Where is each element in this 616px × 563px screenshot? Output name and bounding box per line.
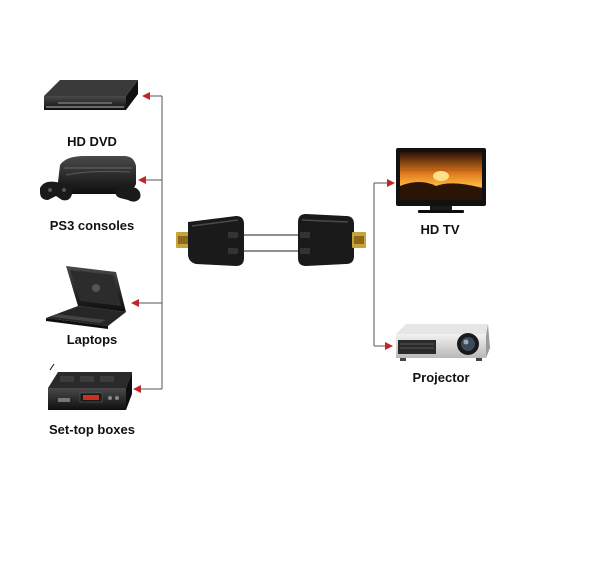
source-label-set-top-boxes: Set-top boxes [49,422,135,437]
output-label-projector: Projector [412,370,470,385]
game-console-icon [40,156,141,202]
output-label-hd-tv: HD TV [420,222,460,237]
hdmi-extender-adapter-icon [176,214,366,266]
source-label-hd-dvd: HD DVD [67,134,117,149]
left-connector-lines [131,92,163,393]
tv-icon [396,148,486,213]
laptop-icon [46,266,126,329]
set-top-box-icon [48,363,132,410]
dvd-player-icon [44,80,138,110]
source-label-ps3-consoles: PS3 consoles [49,218,135,233]
source-label-laptops: Laptops [66,332,118,347]
right-connector-lines [373,179,395,350]
projector-icon [396,324,490,361]
